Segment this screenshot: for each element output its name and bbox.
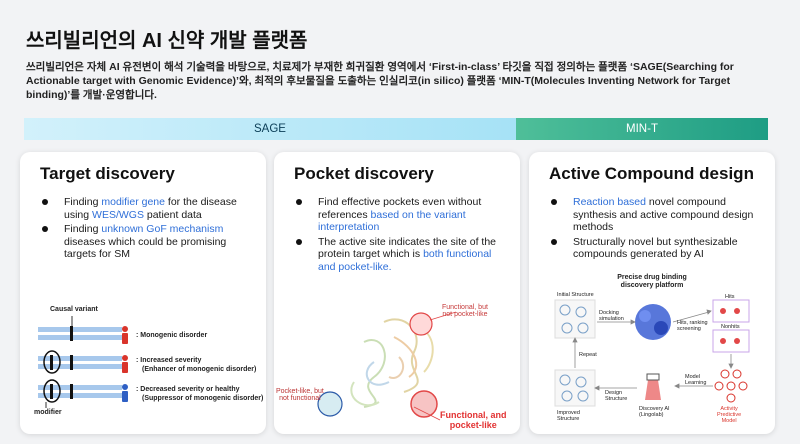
mint-banner-label: MIN-T	[626, 123, 658, 135]
page-title: 쓰리빌리언의 AI 신약 개발 플랫폼	[26, 30, 308, 52]
bullet-item: Finding modifier gene for the disease us…	[42, 196, 256, 221]
bullet-list: Finding modifier gene for the disease us…	[42, 196, 256, 263]
bullet-item: Reaction based novel compound synthesis …	[551, 196, 765, 234]
person-icon-blue	[122, 384, 128, 402]
enhancer-label: (Enhancer of monogenic disorder)	[142, 366, 257, 373]
drug-discovery-platform-diagram: Precise drug binding discovery platform	[537, 270, 767, 432]
initial-structure-label: Initial Structure	[557, 292, 594, 298]
target-discovery-card: Target discovery Finding modifier gene f…	[20, 152, 266, 434]
repeat-label: Repeat	[579, 352, 597, 358]
card-title: Active Compound design	[549, 164, 754, 183]
card-title: Target discovery	[40, 164, 175, 183]
modifier-label: modifier	[34, 409, 62, 416]
card-title: Pocket discovery	[294, 164, 434, 183]
pocket-discovery-card: Pocket discovery Find effective pockets …	[274, 152, 520, 434]
bullet-list: Find effective pockets even without refe…	[296, 196, 510, 275]
design-structure-label: Design Structure	[605, 390, 628, 402]
platform-title-line1: Precise drug binding	[617, 274, 687, 281]
mint-banner: MIN-T	[516, 118, 768, 140]
causal-variant-label: Causal variant	[50, 306, 98, 313]
bullet-list: Reaction based novel compound synthesis …	[551, 196, 765, 263]
bullet-item: The active site indicates the site of th…	[296, 236, 510, 274]
modifier-gene-diagram: Causal variant modifier : Monogenic diso…	[20, 302, 266, 432]
hits-label: Hits	[725, 294, 735, 300]
page-description: 쓰리빌리언은 자체 AI 유전변이 해석 기술력을 바탕으로, 치료제가 부재한…	[26, 61, 734, 101]
increased-severity-label: : Increased severity	[136, 357, 202, 364]
sage-banner-label: SAGE	[254, 123, 286, 135]
person-icon-red	[122, 355, 128, 373]
bullet-item: Structurally novel but synthesizable com…	[551, 236, 765, 261]
platform-title-line2: discovery platform	[620, 282, 684, 289]
chromosome-figure	[38, 316, 128, 408]
nonhits-label: Nonhits	[721, 324, 740, 330]
model-learning-label: Model Learning	[685, 374, 707, 386]
bullet-item: Finding unknown GoF mechanism diseases w…	[42, 223, 256, 261]
active-compound-design-card: Active Compound design Reaction based no…	[529, 152, 775, 434]
discovery-ai-label: Discovery AI(Lingolab)	[639, 406, 670, 418]
improved-structure-label: Improved Structure	[557, 410, 580, 422]
docking-label: Docking simulation	[599, 310, 624, 322]
decreased-severity-label: : Decreased severity or healthy	[136, 386, 240, 393]
person-icon-red	[122, 326, 128, 344]
bullet-item: Find effective pockets even without refe…	[296, 196, 510, 234]
sage-banner: SAGE	[24, 118, 516, 140]
hits-ranking-label: Hits, ranking screening	[677, 320, 708, 332]
monogenic-label: : Monogenic disorder	[136, 332, 208, 339]
platform-cycle-illustration	[554, 299, 750, 407]
suppressor-label: (Suppressor of monogenic disorder)	[142, 395, 264, 402]
protein-structure-illustration	[317, 311, 457, 421]
